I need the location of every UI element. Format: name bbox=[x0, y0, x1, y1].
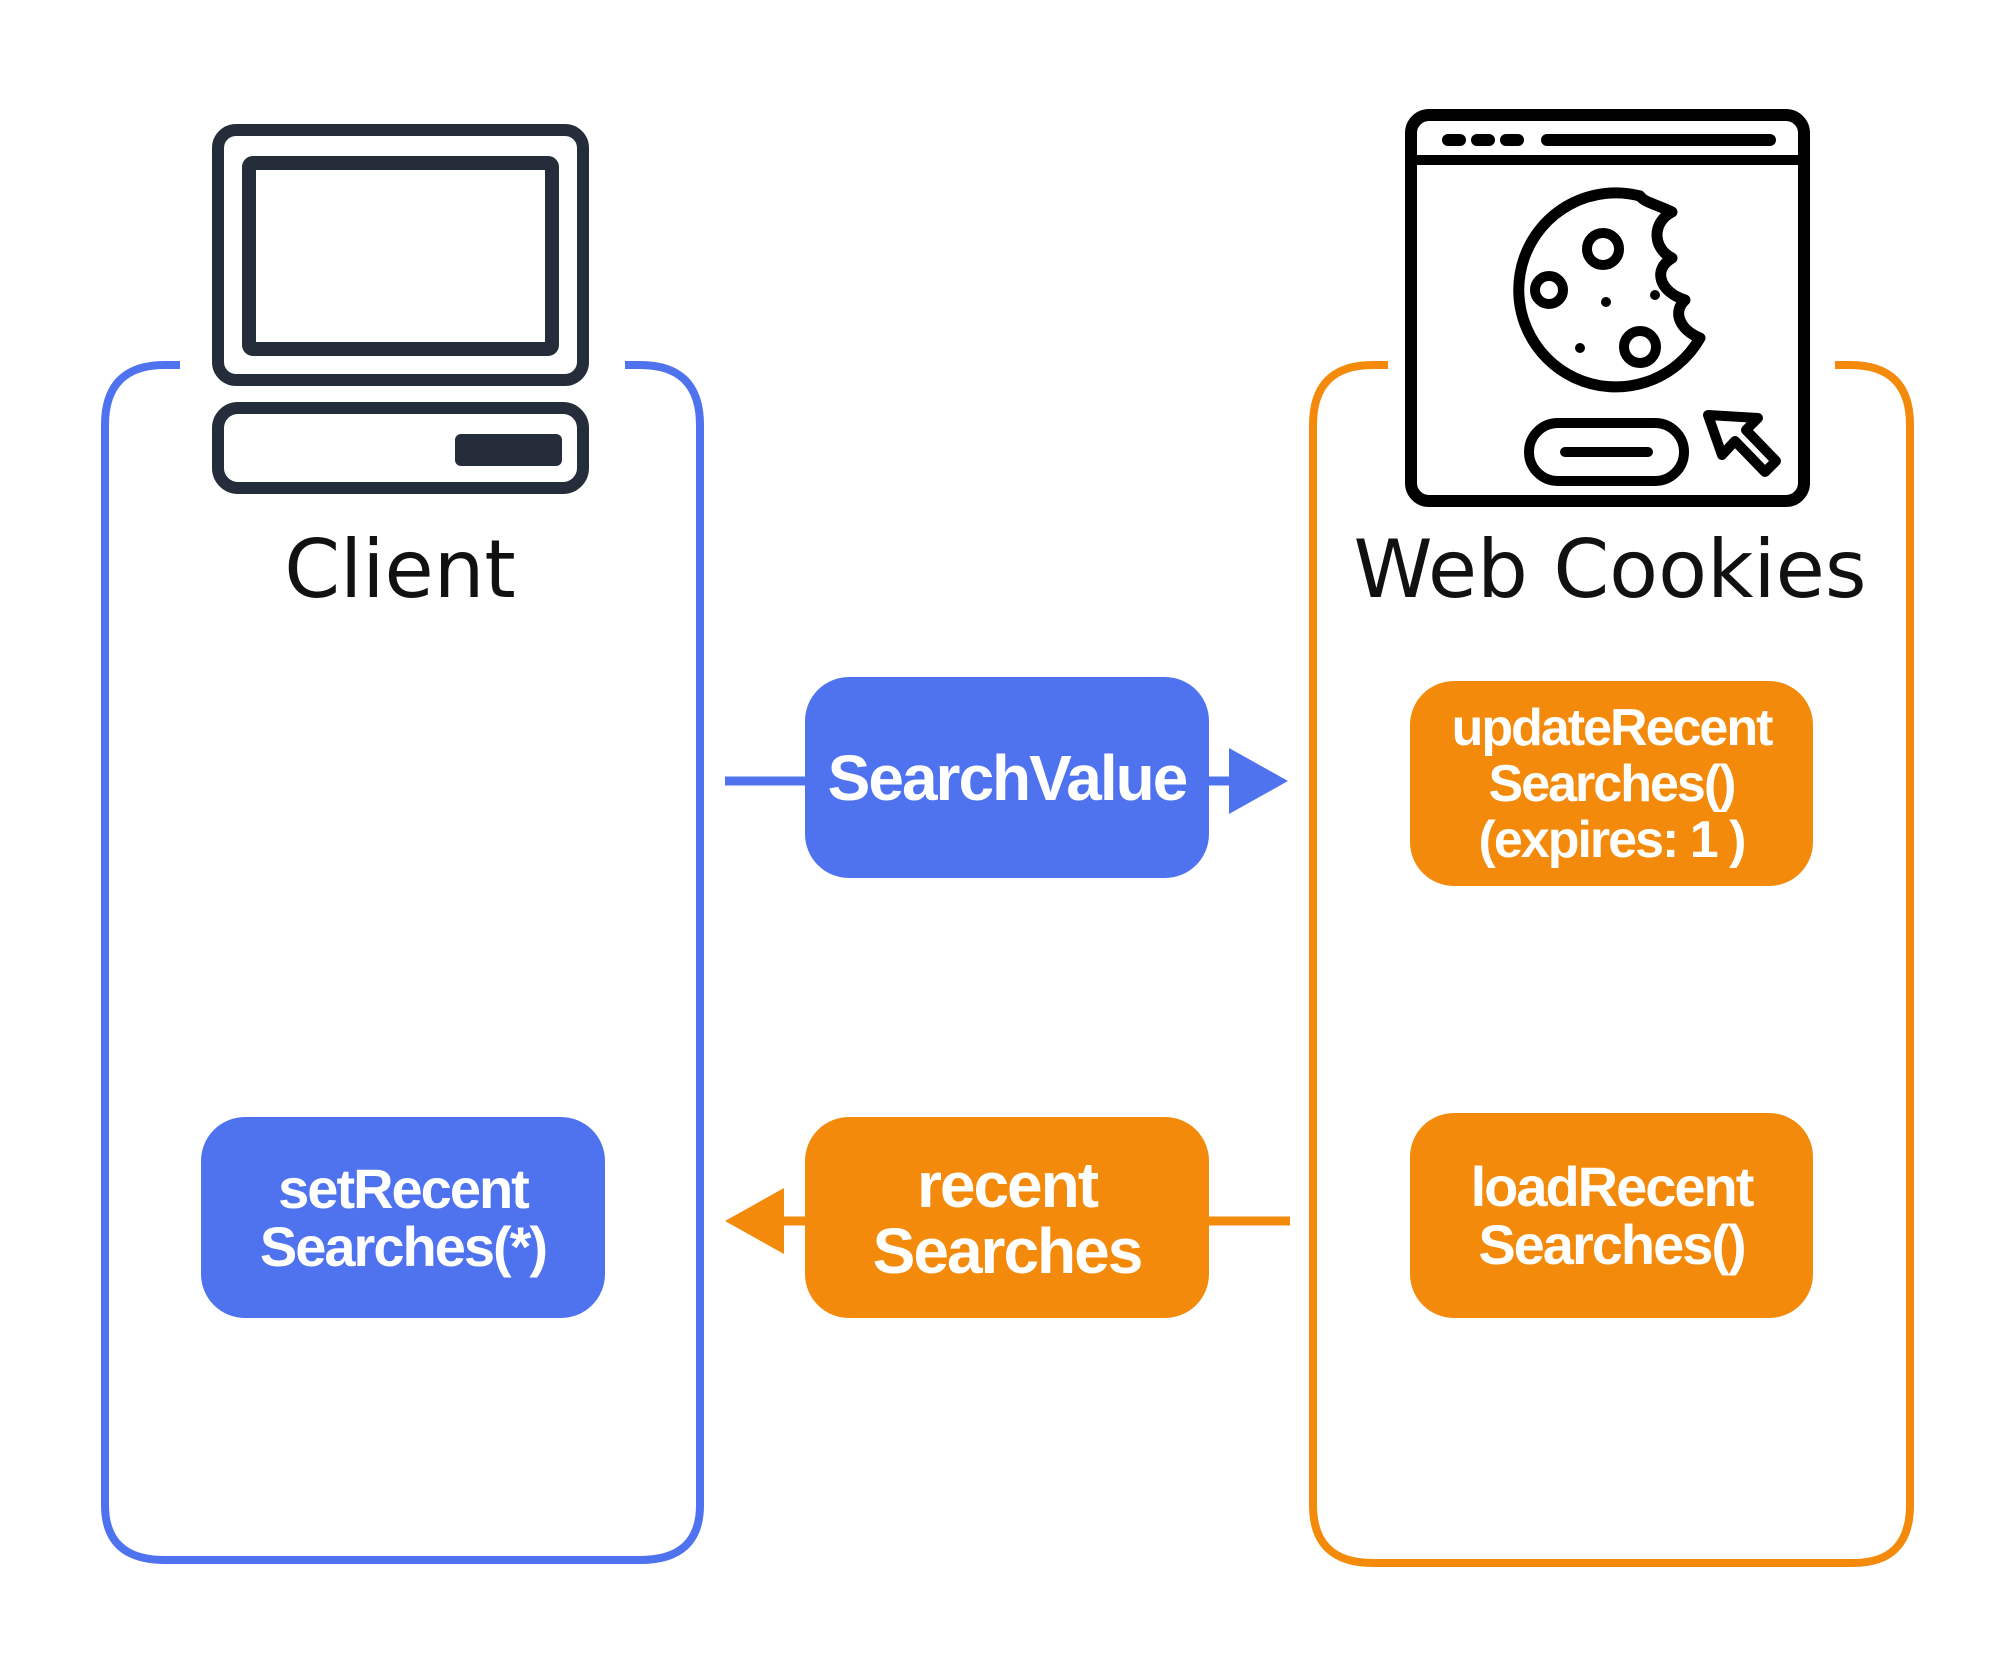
load-recent-line-2: Searches() bbox=[1478, 1212, 1746, 1276]
update-recent-line-2: Searches() bbox=[1488, 754, 1737, 813]
recent-searches-line-1: recent bbox=[916, 1148, 1099, 1221]
browser-cookie-icon bbox=[1405, 109, 1810, 507]
cookies-lane-border bbox=[1309, 361, 1914, 1567]
update-recent-searches-box: updateRecent Searches() (expires: 1 ) bbox=[1410, 681, 1813, 886]
set-recent-line-1: setRecent bbox=[278, 1156, 530, 1220]
set-recent-line-2: Searches(*) bbox=[259, 1214, 548, 1278]
web-cookies-heading: Web Cookies bbox=[1353, 523, 1867, 616]
search-value-label: SearchValue bbox=[827, 741, 1189, 814]
client-lane-border bbox=[101, 361, 704, 1564]
load-recent-line-1: loadRecent bbox=[1470, 1154, 1755, 1218]
desktop-computer-icon bbox=[212, 124, 589, 494]
client-heading: Client bbox=[284, 523, 516, 616]
set-recent-searches-box: setRecent Searches(*) bbox=[201, 1117, 605, 1318]
load-recent-searches-box: loadRecent Searches() bbox=[1410, 1113, 1813, 1318]
update-recent-line-1: updateRecent bbox=[1451, 698, 1774, 757]
search-value-message: SearchValue bbox=[805, 677, 1209, 878]
recent-searches-message: recent Searches bbox=[805, 1117, 1209, 1318]
update-recent-line-3: (expires: 1 ) bbox=[1478, 810, 1747, 869]
recent-searches-line-2: Searches bbox=[872, 1214, 1144, 1287]
